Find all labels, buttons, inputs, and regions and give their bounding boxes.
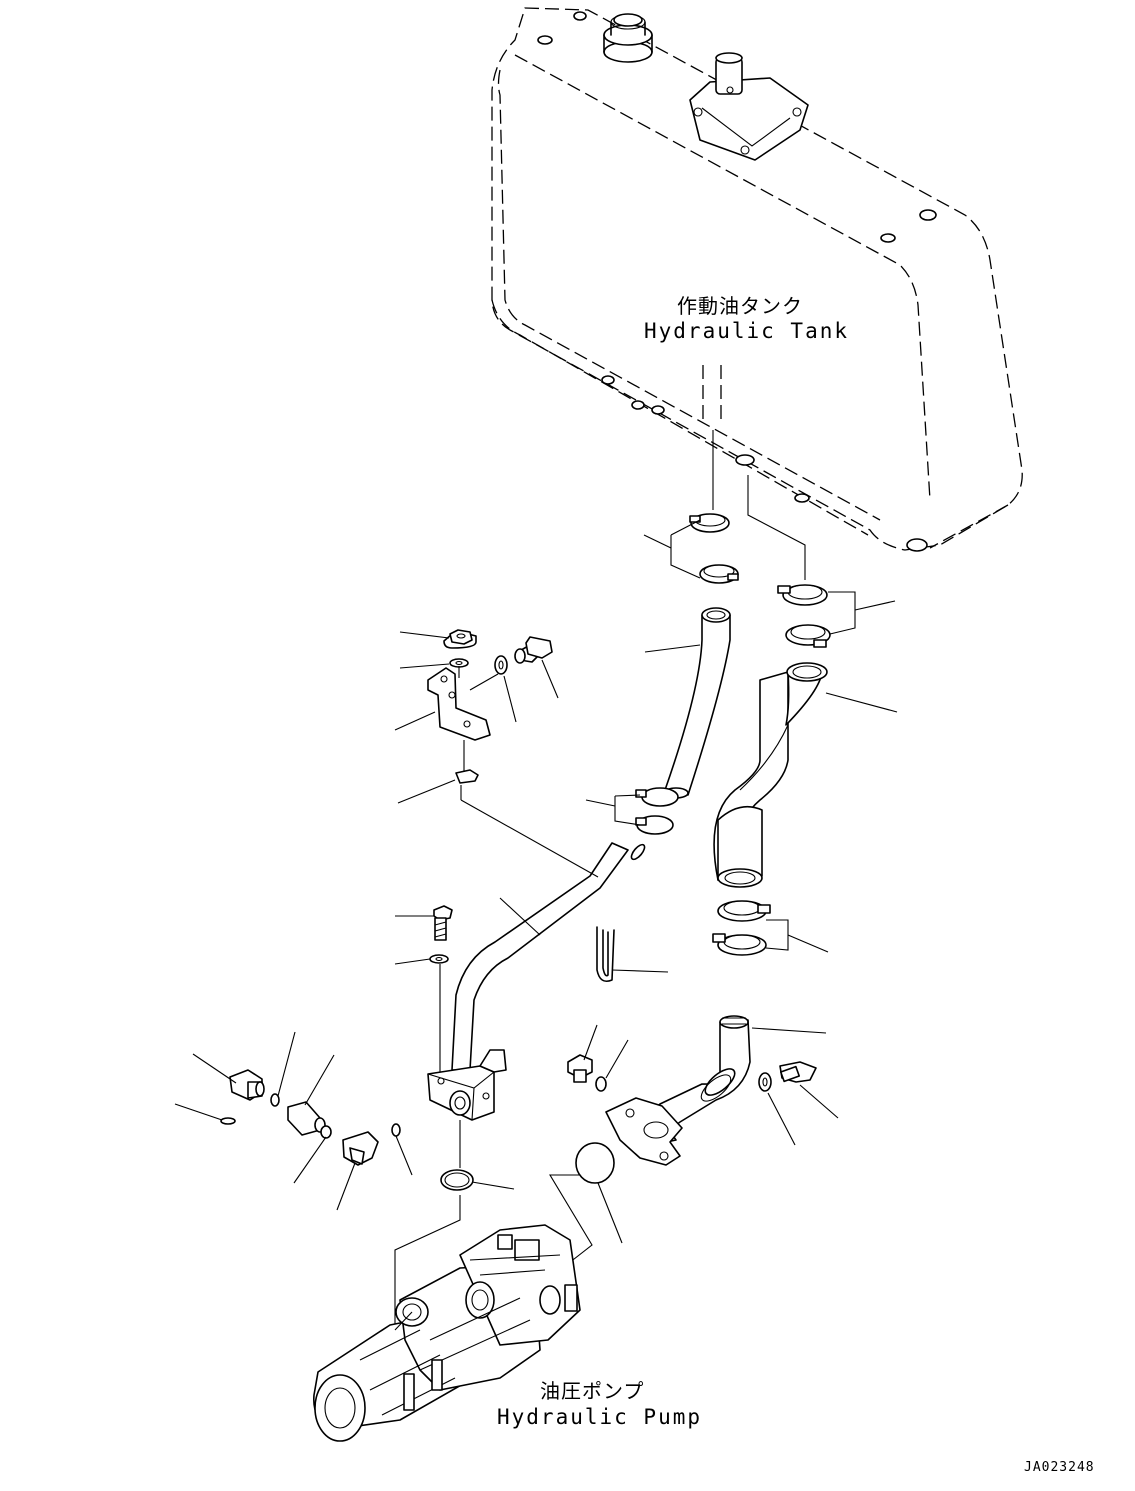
u-bolt bbox=[596, 926, 669, 983]
hose-clamp-set-lower-right bbox=[712, 900, 829, 956]
hose-clamp-set-middle-left bbox=[585, 787, 679, 835]
drawing-code: JA023248 bbox=[1024, 1460, 1095, 1475]
tank-label-jp: 作動油タンク bbox=[677, 294, 803, 318]
pump-label-jp: 油圧ポンプ bbox=[540, 1379, 645, 1403]
hydraulic-pump bbox=[313, 1195, 581, 1442]
return-tube bbox=[451, 842, 646, 1071]
adapter-block bbox=[394, 905, 507, 1168]
suction-hose-small bbox=[644, 607, 731, 799]
flange-bolt-set bbox=[567, 1024, 839, 1146]
fittings-left bbox=[174, 1031, 515, 1211]
hydraulic-tank bbox=[491, 7, 1023, 552]
pump-label-en: Hydraulic Pump bbox=[497, 1405, 703, 1429]
o-ring-large bbox=[549, 1142, 623, 1271]
bracket-hardware bbox=[394, 629, 599, 878]
tank-label-en: Hydraulic Tank bbox=[644, 319, 850, 343]
suction-hose-large bbox=[713, 662, 898, 888]
hose-clamp-set-upper-right bbox=[777, 584, 896, 648]
hose-clamp-set-upper-left bbox=[643, 513, 739, 584]
pump-suction-hose bbox=[605, 1015, 827, 1166]
